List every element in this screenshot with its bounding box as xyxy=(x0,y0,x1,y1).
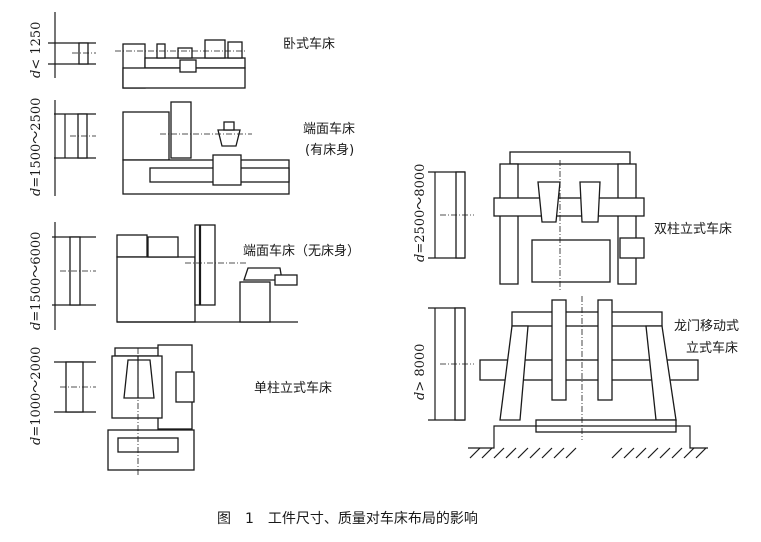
gantry-moving-vertical-lathe: d> 8000 龙门移动式 立式车床 xyxy=(413,296,739,459)
dim-label-single-column: d=1000～2000 xyxy=(29,347,44,445)
facing-lathe-with-bed: d=1500～2500 端面车床 (有床身) xyxy=(29,98,355,196)
single-column-vertical-lathe: d=1000～2000 单柱立式车床 xyxy=(29,344,332,475)
label-horizontal-lathe: 卧式车床 xyxy=(283,36,335,52)
label-gantry: 龙门移动式 xyxy=(674,319,739,334)
dim-label-double-column: d=2500～8000 xyxy=(413,164,428,262)
horizontal-lathe: d< 1250 卧式车床 xyxy=(29,12,335,89)
label-facing-lathe: 端面车床 xyxy=(303,121,355,137)
ground-hatching xyxy=(469,447,707,459)
label-double-column: 双柱立式车床 xyxy=(654,221,732,237)
label-facing-lathe-nobed: 端面车床（无床身） xyxy=(243,243,360,259)
dim-label-facing-nobed: d=1500～6000 xyxy=(29,232,44,330)
figure-caption: 图 1 工件尺寸、质量对车床布局的影响 xyxy=(217,510,478,527)
label-facing-lathe-sub: (有床身) xyxy=(305,142,354,158)
label-single-column: 单柱立式车床 xyxy=(254,380,332,396)
dim-label-facing-bed: d=1500～2500 xyxy=(29,98,44,196)
double-column-vertical-lathe: d=2500～8000 双柱立式车床 xyxy=(413,151,732,290)
dim-label-gantry: d> 8000 xyxy=(413,344,428,400)
facing-lathe-without-bed: d=1500～6000 端面车床（无床身） xyxy=(29,222,360,330)
workpiece-disc xyxy=(78,42,89,65)
label-gantry-sub: 立式车床 xyxy=(686,340,738,356)
dim-label-horizontal: d< 1250 xyxy=(29,22,44,78)
